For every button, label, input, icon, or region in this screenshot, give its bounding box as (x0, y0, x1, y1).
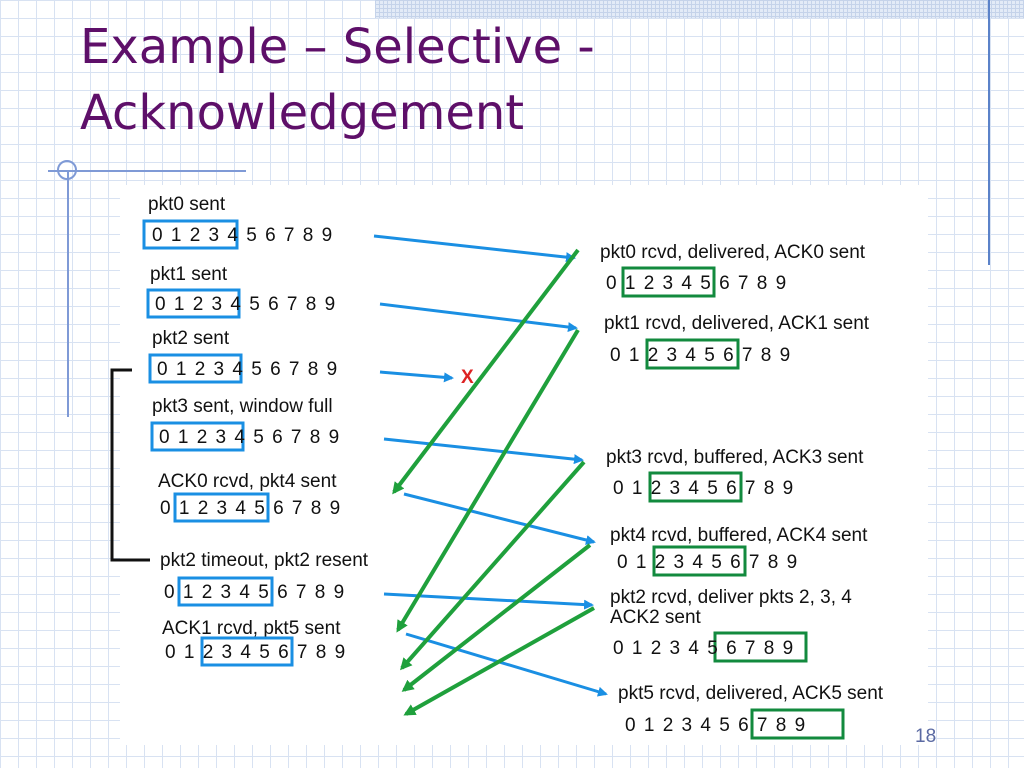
receiver-seq-numbers: 0 1 2 3 4 5 6 7 8 9 (613, 478, 793, 499)
sender-window-box (146, 288, 241, 319)
decorative-left-bar (67, 172, 69, 417)
packet-loss-marker: X (461, 367, 474, 388)
slide-number: 18 (915, 726, 937, 747)
data-arrow-pkt2-lost (379, 370, 454, 383)
diagram-panel (120, 185, 928, 745)
sender-window-box (148, 353, 243, 384)
receiver-window-box (645, 338, 740, 370)
slide-title-line-1: Example – Selective - (80, 19, 595, 75)
sender-event-label: pkt3 sent, window full (152, 396, 333, 417)
receiver-event-label: pkt1 rcvd, delivered, ACK1 sent (604, 313, 870, 334)
receiver-window-box (652, 545, 747, 577)
receiver-event-label-line-2: ACK2 sent (610, 607, 702, 628)
receiver-event-label: pkt5 rcvd, delivered, ACK5 sent (618, 683, 884, 704)
ack-arrow-ack0 (392, 248, 580, 495)
sender-event-label: pkt2 sent (152, 328, 230, 349)
sender-seq-numbers: 0 1 2 3 4 5 6 7 8 9 (165, 642, 345, 663)
receiver-event-label: pkt0 rcvd, delivered, ACK0 sent (600, 242, 866, 263)
sender-seq-numbers: 0 1 2 3 4 5 6 7 8 9 (164, 582, 344, 603)
sender-event-label: pkt1 sent (150, 264, 228, 285)
receiver-event-label: pkt2 rcvd, deliver pkts 2, 3, 4 (610, 587, 852, 608)
data-arrow-pkt0 (373, 234, 576, 263)
receiver-seq-numbers: 0 1 2 3 4 5 6 7 8 9 (606, 273, 786, 294)
sender-window-box (200, 636, 294, 667)
ack-arrow-ack2 (403, 606, 595, 716)
sender-seq-numbers: 0 1 2 3 4 5 6 7 8 9 (157, 359, 337, 380)
slide-title: Example – Selective - Acknowledgement (80, 14, 595, 146)
sender-seq-numbers: 0 1 2 3 4 5 6 7 8 9 (155, 294, 335, 315)
receiver-seq-numbers: 0 1 2 3 4 5 6 7 8 9 (610, 345, 790, 366)
sender-event-label: ACK1 rcvd, pkt5 sent (162, 618, 341, 639)
ack-arrow-ack3 (400, 460, 586, 671)
sender-event-label: pkt0 sent (148, 194, 226, 215)
receiver-window-box (621, 266, 716, 298)
decorative-title-rule (48, 170, 246, 172)
sender-window-box (150, 421, 245, 452)
sender-window-box (173, 492, 270, 523)
sender-event-label: ACK0 rcvd, pkt4 sent (158, 471, 337, 492)
data-arrow-pkt1 (379, 302, 578, 332)
decorative-ring (57, 160, 77, 180)
receiver-seq-numbers: 0 1 2 3 4 5 6 7 8 9 (625, 715, 805, 736)
sender-seq-numbers: 0 1 2 3 4 5 6 7 8 9 (152, 225, 332, 246)
receiver-event-label: pkt3 rcvd, buffered, ACK3 sent (606, 447, 864, 468)
decorative-right-bar (988, 0, 990, 265)
data-arrow-pkt3 (383, 437, 584, 465)
receiver-window-box (648, 471, 743, 503)
slide-title-line-2: Acknowledgement (80, 85, 525, 141)
sender-window-box (177, 576, 274, 607)
receiver-window-box (713, 631, 808, 663)
receiver-window-box (750, 708, 845, 740)
sender-seq-numbers: 0 1 2 3 4 5 6 7 8 9 (160, 498, 340, 519)
receiver-seq-numbers: 0 1 2 3 4 5 6 7 8 9 (617, 552, 797, 573)
ack-arrow-ack4 (401, 543, 592, 692)
sender-seq-numbers: 0 1 2 3 4 5 6 7 8 9 (159, 427, 339, 448)
data-arrow-pkt4 (403, 492, 596, 545)
receiver-seq-numbers: 0 1 2 3 4 5 6 7 8 9 (613, 638, 793, 659)
sender-event-label: pkt2 timeout, pkt2 resent (160, 550, 369, 571)
sender-window-box (142, 219, 239, 250)
receiver-event-label: pkt4 rcvd, buffered, ACK4 sent (610, 525, 868, 546)
header-pattern-band (375, 0, 1024, 18)
timeout-bracket (110, 368, 150, 562)
data-arrow-pkt5 (405, 632, 608, 697)
ack-arrow-ack1 (396, 328, 580, 633)
